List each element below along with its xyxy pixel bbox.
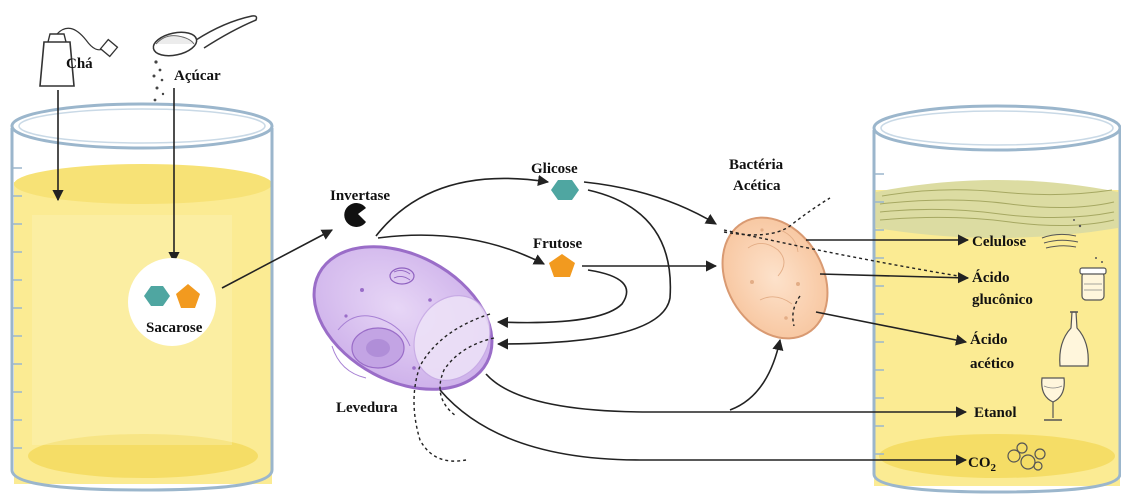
acetic-label-line1: Ácido: [970, 331, 1008, 348]
fructose-icon: [549, 254, 575, 277]
tea-label: Chá: [66, 56, 93, 72]
bacteria-label-line2: Acética: [733, 178, 781, 194]
glucose-to-bacteria-arrow: [584, 182, 716, 224]
invertase-label: Invertase: [330, 188, 390, 204]
glucose-to-yeast-arrow: [498, 190, 670, 344]
sucrose-label: Sacarose: [146, 320, 203, 336]
fructose-to-yeast-arrow: [498, 270, 627, 323]
yeast-cell: [290, 218, 517, 418]
sugar-spoon-icon: [151, 16, 256, 102]
acetic-bacteria-cell: [701, 199, 848, 358]
cellulose-film: [876, 180, 1118, 238]
bacteria-label-line1: Bactéria: [729, 157, 784, 173]
left-beaker-liquid-surface: [14, 164, 272, 204]
acetic-label-line2: acético: [970, 356, 1014, 372]
gluconic-label-line1: Ácido: [972, 269, 1010, 286]
yeast-label: Levedura: [336, 400, 398, 416]
right-beaker-liquid-bottom: [879, 434, 1115, 478]
fructose-label: Frutose: [533, 236, 582, 252]
gluconic-label-line2: glucônico: [972, 292, 1033, 308]
invertase-enzyme-icon: [344, 203, 366, 227]
sugar-label: Açúcar: [174, 68, 221, 84]
cellulose-label: Celulose: [972, 234, 1027, 250]
glucose-label: Glicose: [531, 161, 578, 177]
ethanol-label: Etanol: [974, 405, 1017, 421]
glucose-icon: [551, 180, 579, 200]
invertase-to-glucose-arrow: [376, 178, 548, 236]
ethanol-to-bacteria-arrow: [730, 340, 780, 410]
